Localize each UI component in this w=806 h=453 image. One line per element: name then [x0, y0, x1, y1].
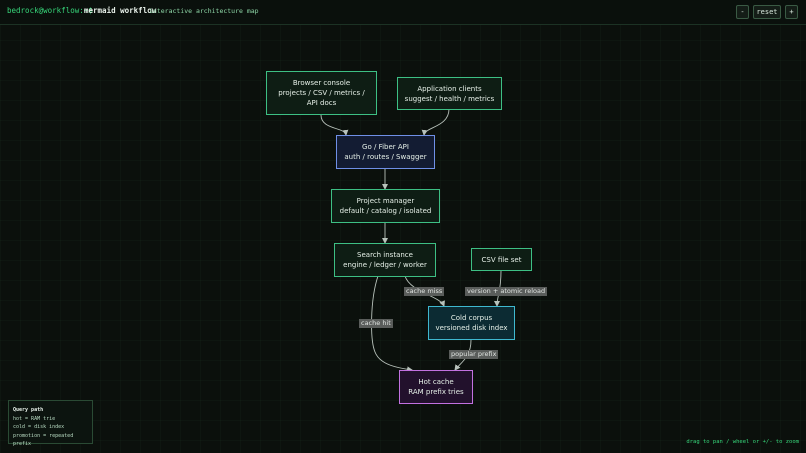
- node-title: Project manager: [356, 197, 415, 205]
- legend-item: cold = disk index: [13, 424, 65, 430]
- node-hot-cache[interactable]: Hot cache RAM prefix tries: [399, 370, 473, 404]
- node-title: Application clients: [417, 84, 482, 93]
- node-detail: engine / ledger / worker: [343, 261, 427, 269]
- node-detail: suggest / health / metrics: [404, 94, 495, 103]
- page-subtitle: interactive architecture map: [149, 7, 259, 15]
- zoom-in-button[interactable]: +: [785, 5, 798, 19]
- node-detail: RAM prefix tries: [408, 388, 464, 396]
- node-go-fiber-api[interactable]: Go / Fiber API auth / routes / Swagger: [336, 135, 435, 169]
- node-detail: versioned disk index: [435, 324, 508, 332]
- legend-item: hot = RAM trie: [13, 415, 56, 422]
- pan-zoom-hint: drag to pan / wheel or +/- to zoom: [686, 439, 799, 445]
- node-browser-console[interactable]: Browser console projects / CSV / metrics…: [266, 71, 377, 115]
- legend-panel: Query path hot = RAM trie cold = disk in…: [8, 400, 93, 447]
- node-title: CSV file set: [481, 255, 522, 264]
- terminal-prompt: bedrock@workflow:~$: [7, 6, 93, 15]
- page-title: mermaid workflow: [84, 6, 157, 15]
- edge-browser-to-api: [320, 114, 349, 136]
- edge-label-version-reload: version + atomic reload: [465, 287, 548, 296]
- edge-clients-to-api: [421, 108, 450, 136]
- node-detail: default / catalog / isolated: [339, 207, 432, 215]
- legend-title: Query path: [13, 407, 44, 413]
- node-title: Hot cache: [418, 378, 454, 386]
- node-title: Browser console: [292, 79, 351, 87]
- node-application-clients[interactable]: Application clients suggest / health / m…: [397, 77, 502, 110]
- node-cold-corpus[interactable]: Cold corpus versioned disk index: [428, 306, 515, 340]
- node-title: Search instance: [357, 251, 413, 259]
- zoom-out-button[interactable]: -: [736, 5, 749, 19]
- node-detail: API docs: [306, 99, 337, 107]
- reset-view-button[interactable]: reset: [753, 5, 781, 19]
- edge-label-popular-prefix: popular prefix: [449, 350, 499, 359]
- node-search-instance[interactable]: Search instance engine / ledger / worker: [334, 243, 436, 277]
- node-csv-file-set[interactable]: CSV file set: [471, 248, 532, 271]
- edge-cold-to-hot-popular-prefix: [454, 339, 472, 371]
- top-bar: bedrock@workflow:~$ mermaid workflow int…: [0, 0, 806, 25]
- node-title: Cold corpus: [450, 314, 493, 322]
- node-title: Go / Fiber API: [362, 143, 409, 151]
- node-detail: projects / CSV / metrics /: [278, 89, 365, 97]
- edge-label-cache-hit: cache hit: [359, 319, 393, 328]
- node-detail: auth / routes / Swagger: [344, 153, 427, 161]
- edge-search-to-hot-cache-hit: [371, 275, 413, 373]
- edge-label-cache-miss: cache miss: [404, 287, 445, 296]
- legend-item: promotion = repeated prefix: [13, 432, 74, 448]
- node-project-manager[interactable]: Project manager default / catalog / isol…: [331, 189, 440, 223]
